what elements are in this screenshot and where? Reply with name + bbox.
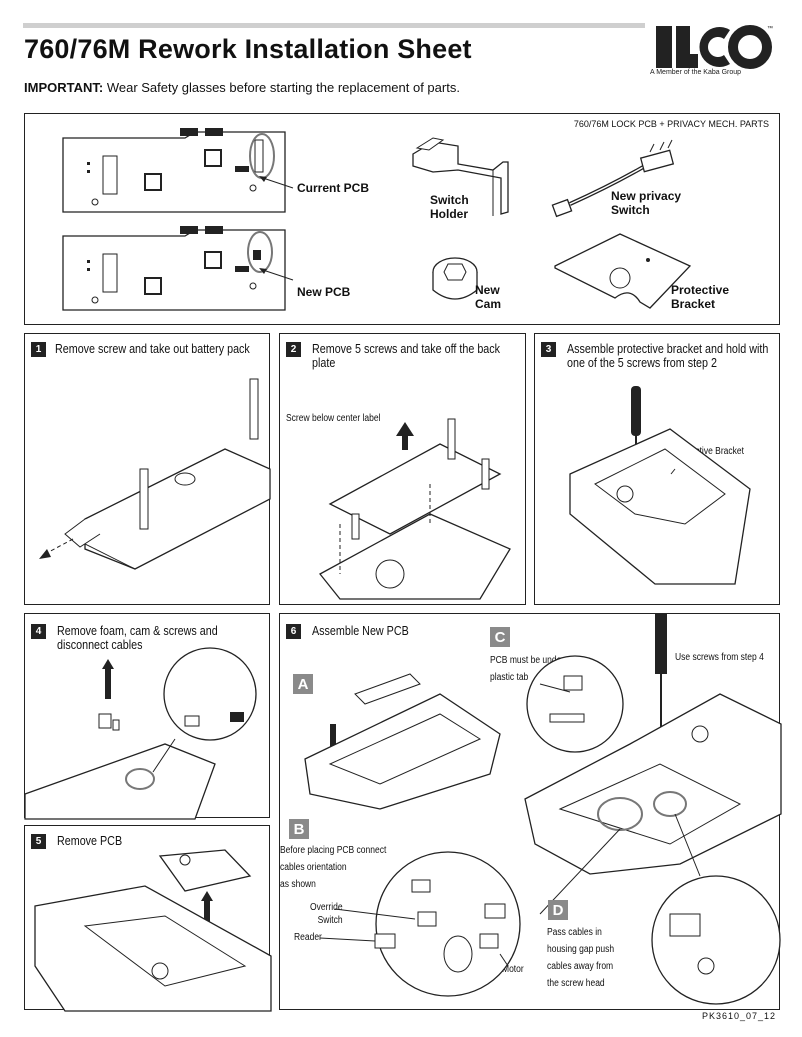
page-title: 760/76M Rework Installation Sheet — [24, 34, 472, 64]
parts-panel: 760/76M LOCK PCB + PRIVACY MECH. PARTS C… — [24, 113, 780, 325]
step-6-text: Assemble New PCB — [312, 624, 409, 638]
privacy-switch-label: New privacy Switch — [611, 189, 681, 217]
privacy-switch-label-line1: New privacy — [611, 189, 682, 203]
step-2-text: Remove 5 screws and take off the back pl… — [312, 342, 501, 370]
sub-step-d-badge: D — [548, 900, 568, 920]
step-5-number: 5 — [31, 834, 46, 849]
step-5-panel: 5 Remove PCB — [24, 825, 272, 1012]
step-5-text: Remove PCB — [57, 834, 123, 848]
step-6-number: 6 — [286, 624, 301, 639]
step-1-panel: 1 Remove screw and take out battery pack — [24, 333, 271, 605]
step-5-illustration — [34, 849, 272, 1012]
step-2-number: 2 — [286, 342, 301, 357]
step-4-text: Remove foam, cam & screws and disconnect… — [57, 624, 218, 652]
sub-step-b-line2: cables orientation — [280, 862, 347, 873]
step-4-illustration — [24, 647, 257, 820]
sub-step-d-line4: the screw head — [547, 978, 605, 989]
step-3-text: Assemble protective bracket and hold wit… — [567, 342, 769, 370]
override-switch-line1: Override — [310, 902, 343, 913]
new-pcb-illustration — [62, 226, 286, 311]
important-notice: IMPORTANT: Wear Safety glasses before st… — [24, 80, 460, 95]
sub-step-d-line3: cables away from — [547, 961, 614, 972]
step-1-text: Remove screw and take out battery pack — [55, 342, 250, 356]
override-switch-line2: Switch — [317, 915, 343, 926]
new-cam-label-line2: Cam — [475, 297, 502, 311]
motor-label: Motor — [502, 964, 524, 975]
step-2-panel: 2 Remove 5 screws and take off the back … — [279, 333, 526, 605]
step-3-illustration — [569, 386, 751, 585]
sub-step-b-illustration — [319, 851, 521, 997]
switch-holder-label-line1: Switch — [430, 193, 469, 207]
sub-step-c-illustration — [524, 614, 782, 1005]
step-1-illustration — [39, 378, 271, 570]
privacy-switch-illustration — [551, 139, 675, 218]
switch-holder-label: Switch Holder — [430, 193, 469, 221]
privacy-switch-label-line2: Switch — [611, 203, 650, 217]
current-pcb-label: Current PCB — [297, 181, 370, 195]
step-1-number: 1 — [31, 342, 46, 357]
protective-bracket-label-line2: Bracket — [671, 297, 716, 311]
switch-holder-label-line2: Holder — [430, 207, 469, 221]
sub-step-b-line1: Before placing PCB connect — [280, 845, 387, 856]
sub-step-c-badge: C — [490, 627, 510, 647]
sub-step-b-line3: as shown — [280, 879, 316, 890]
switch-holder-illustration — [412, 137, 509, 216]
sub-step-c-text: PCB must be under plastic tab — [490, 654, 564, 684]
step-6-panel: 6 Assemble New PCB A B Before placing PC… — [279, 613, 782, 1010]
reader-label: Reader — [294, 932, 322, 943]
sub-step-c-line2: plastic tab — [490, 672, 529, 683]
protective-bracket-label-line1: Protective — [671, 283, 730, 297]
sub-step-d-line2: housing gap push — [547, 944, 615, 955]
protective-bracket-label: Protective Bracket — [671, 283, 729, 311]
sub-step-d-text: Pass cables in housing gap push cables a… — [547, 926, 614, 990]
current-pcb-illustration — [62, 128, 286, 213]
parts-panel-title: 760/76M LOCK PCB + PRIVACY MECH. PARTS — [573, 119, 769, 129]
protective-bracket-illustration — [554, 233, 692, 309]
sub-step-a-badge: A — [293, 674, 313, 694]
ilco-logo — [656, 25, 772, 69]
new-pcb-label: New PCB — [297, 285, 351, 299]
document-code: PK3610_07_12 — [701, 1011, 776, 1021]
new-pcb-arrow — [259, 268, 294, 281]
cam-illustration — [432, 257, 478, 300]
step-2-illustration — [319, 418, 511, 600]
new-cam-label-line1: New — [475, 283, 500, 297]
sub-step-b-badge: B — [289, 819, 309, 839]
step-3-number: 3 — [541, 342, 556, 357]
step-4-number: 4 — [31, 624, 46, 639]
header-rule — [23, 23, 645, 28]
step-3-note: Protective Bracket — [675, 446, 744, 457]
logo-tagline: A Member of the Kaba Group — [650, 69, 742, 76]
sub-step-b-text: Before placing PCB connect cables orient… — [280, 844, 386, 891]
override-switch-label: Override Switch — [310, 901, 343, 927]
trademark: ™ — [767, 26, 773, 32]
important-text: Wear Safety glasses before starting the … — [106, 80, 460, 95]
sub-step-a-illustration — [304, 673, 501, 810]
new-cam-label: New Cam — [475, 283, 501, 311]
step-3-panel: 3 Assemble protective bracket and hold w… — [534, 333, 780, 605]
sub-step-c-line1: PCB must be under — [490, 655, 565, 666]
step-2-note: Screw below center label — [286, 413, 381, 424]
important-label: IMPORTANT: — [24, 80, 104, 95]
sub-step-d-line1: Pass cables in — [547, 927, 602, 938]
screws-note: Use screws from step 4 — [675, 652, 764, 663]
current-pcb-arrow — [259, 176, 294, 189]
step-4-panel: 4 Remove foam, cam & screws and disconne… — [24, 613, 270, 820]
